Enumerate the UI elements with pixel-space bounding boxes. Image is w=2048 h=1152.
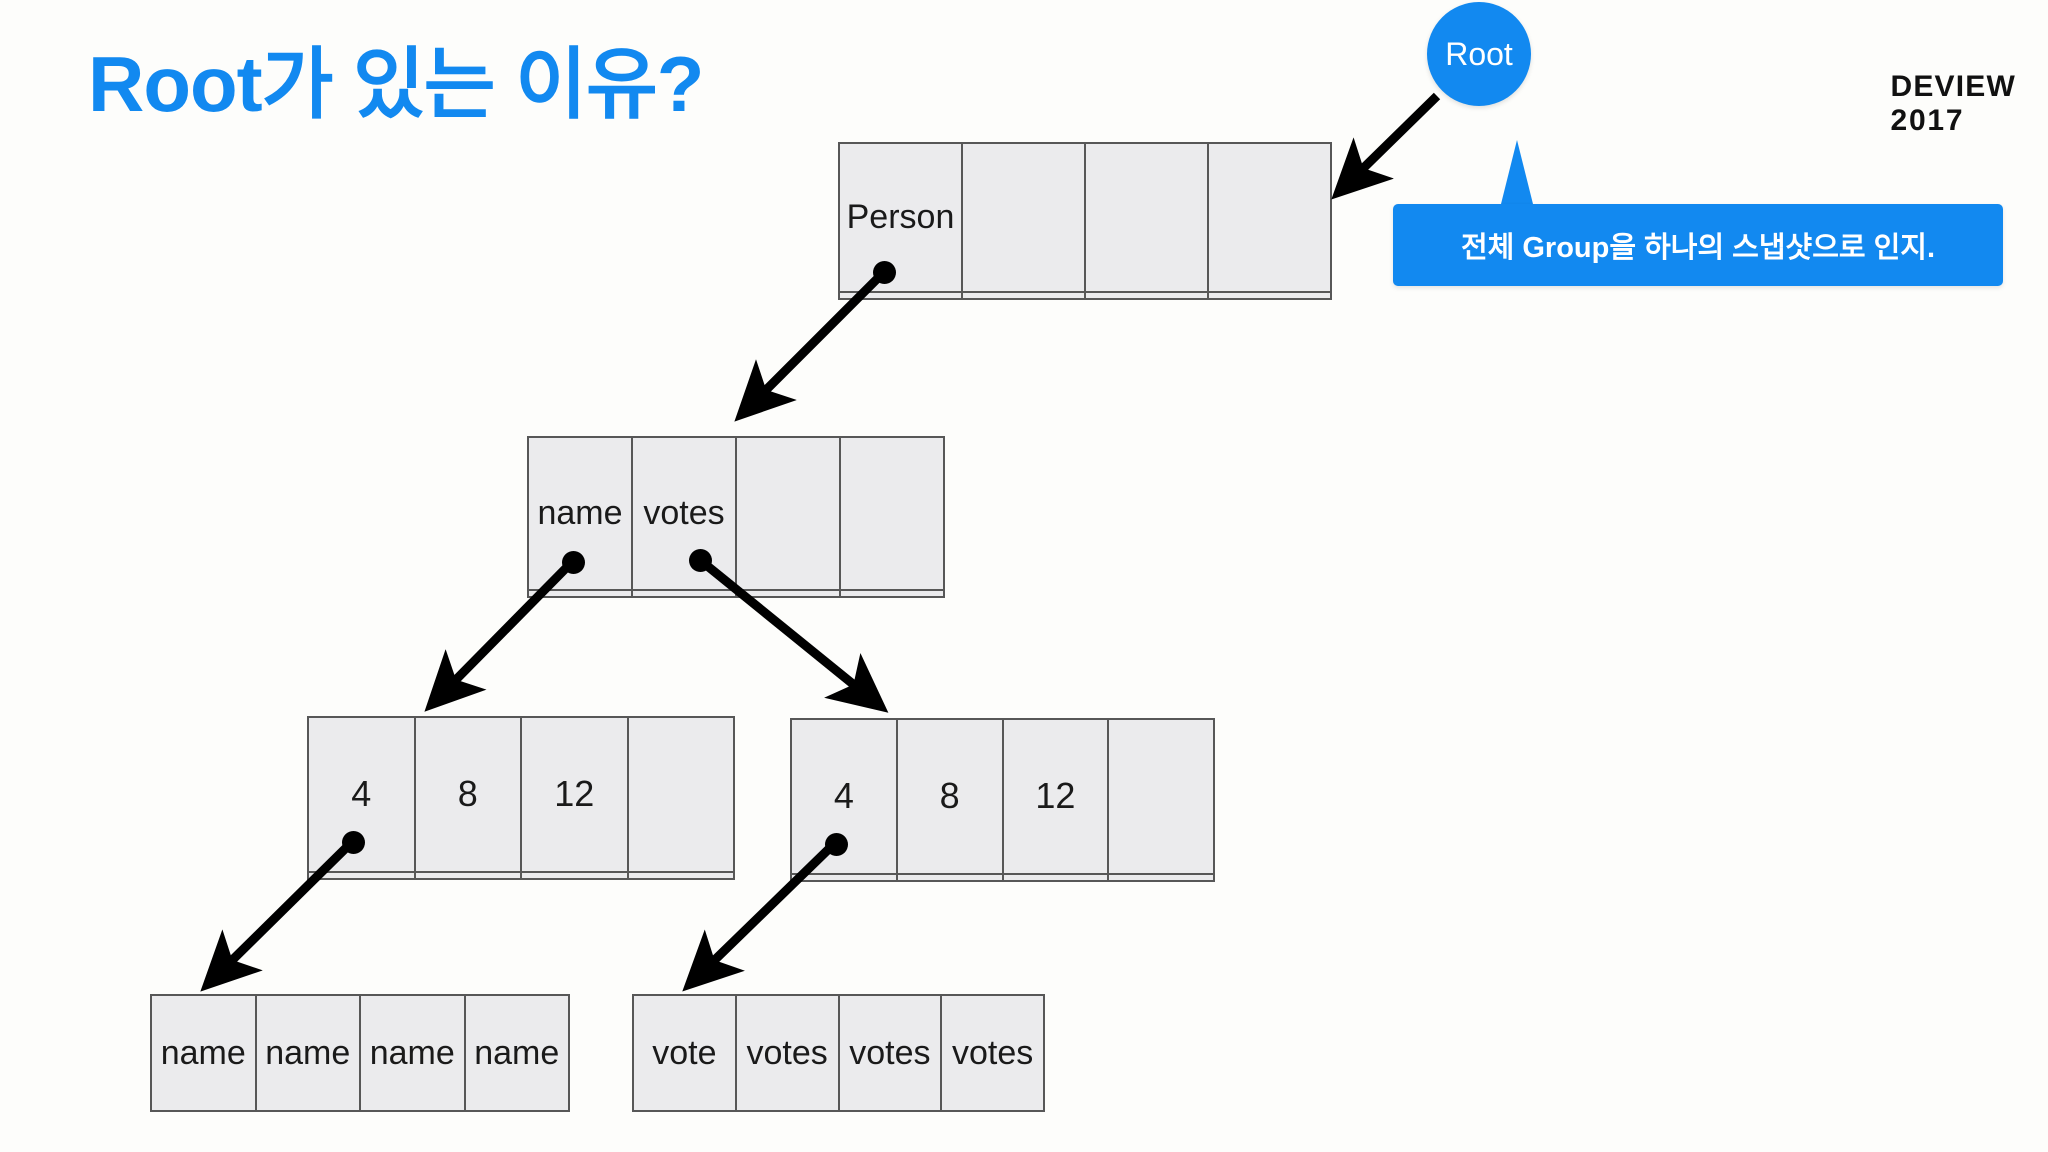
- root-node-label: Root: [1445, 35, 1513, 72]
- pointer-dot-values-left: [342, 831, 365, 854]
- leaf-votes-cell-2: votes: [837, 994, 943, 1112]
- group-cell-1-0: [527, 588, 633, 599]
- leaf-names-cell-3: name: [463, 994, 570, 1112]
- leaf-names-cell-1: name: [254, 994, 361, 1112]
- root-node: Root: [1427, 2, 1531, 106]
- values-right-cell-0-2: 12: [1001, 718, 1110, 875]
- values-right-cell-1-0: [790, 872, 898, 883]
- person-cell-1-1: [961, 290, 1086, 301]
- values-left-cell-0-3: [626, 716, 735, 873]
- callout-tail-icon: [1500, 140, 1534, 208]
- person-cell-0-2: [1084, 142, 1209, 293]
- values-right-cell-0-1: 8: [895, 718, 1004, 875]
- table-row: 4 8 12: [790, 718, 1215, 875]
- values-left-cell-0-2: 12: [520, 716, 629, 873]
- deview-logo: DEVIEW 2017: [1890, 70, 2016, 137]
- leaf-votes-table: vote votes votes votes: [632, 994, 1045, 1112]
- values-right-cell-1-1: [895, 872, 1004, 883]
- table-row: name votes: [527, 436, 945, 591]
- callout-text: 전체 Group을 하나의 스냅샷으로 인지.: [1460, 232, 1936, 264]
- table-row: name name name name: [150, 994, 570, 1112]
- leaf-names-cell-0: name: [150, 994, 257, 1112]
- table-row: [790, 872, 1215, 883]
- values-table-right: 4 8 12: [790, 718, 1215, 883]
- table-row: [307, 870, 735, 881]
- deview-logo-line2: 2017: [1890, 103, 1965, 137]
- leaf-names-table: name name name name: [150, 994, 570, 1112]
- name-votes-table: name votes: [527, 436, 945, 599]
- group-cell-0-1: votes: [631, 436, 737, 591]
- group-cell-1-1: [631, 588, 737, 599]
- values-left-cell-1-3: [626, 870, 735, 881]
- values-left-cell-1-2: [520, 870, 629, 881]
- person-cell-1-0: [838, 290, 963, 301]
- person-table: Person: [838, 142, 1332, 301]
- deview-logo-line1: DEVIEW: [1890, 70, 2016, 103]
- group-cell-1-2: [735, 588, 841, 599]
- page-title: Root가 있는 이유?: [88, 40, 704, 128]
- group-cell-0-2: [735, 436, 841, 591]
- group-cell-0-3: [839, 436, 945, 591]
- pointer-dot-person: [873, 261, 896, 284]
- values-left-cell-1-0: [307, 870, 416, 881]
- table-row: vote votes votes votes: [632, 994, 1045, 1112]
- table-row: Person: [838, 142, 1332, 293]
- person-cell-1-3: [1207, 290, 1332, 301]
- table-row: 4 8 12: [307, 716, 735, 873]
- values-right-cell-1-2: [1001, 872, 1110, 883]
- leaf-votes-cell-3: votes: [940, 994, 1045, 1112]
- leaf-names-cell-2: name: [359, 994, 466, 1112]
- values-left-cell-1-1: [413, 870, 522, 881]
- person-cell-1-2: [1084, 290, 1209, 301]
- values-table-left: 4 8 12: [307, 716, 735, 881]
- person-cell-0-0: Person: [838, 142, 963, 293]
- pointer-dot-name: [562, 551, 585, 574]
- person-cell-0-3: [1207, 142, 1332, 293]
- table-row: [527, 588, 945, 599]
- pointer-dot-votes: [689, 549, 712, 572]
- values-right-cell-1-3: [1107, 872, 1215, 883]
- leaf-votes-cell-0: vote: [632, 994, 737, 1112]
- person-cell-0-1: [961, 142, 1086, 293]
- arrow-root-to-person: [1331, 92, 1441, 200]
- values-right-cell-0-3: [1107, 718, 1215, 875]
- pointer-dot-values-right: [825, 833, 848, 856]
- table-row: [838, 290, 1332, 301]
- group-cell-1-3: [839, 588, 945, 599]
- values-left-cell-0-1: 8: [413, 716, 522, 873]
- leaf-votes-cell-1: votes: [734, 994, 840, 1112]
- callout-box: 전체 Group을 하나의 스냅샷으로 인지.: [1393, 204, 2003, 286]
